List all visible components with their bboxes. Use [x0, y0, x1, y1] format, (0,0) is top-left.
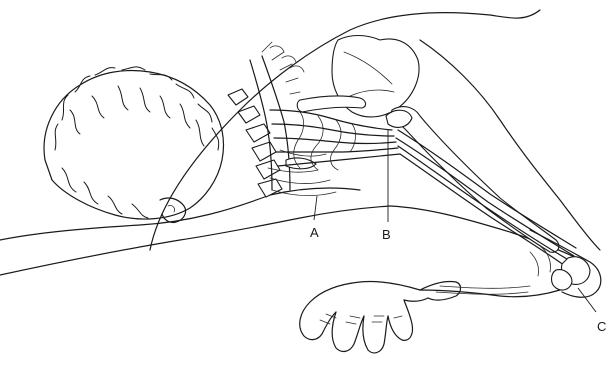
label-a: A — [310, 225, 319, 240]
leader-c — [578, 288, 596, 312]
head — [44, 67, 223, 223]
label-b: B — [382, 227, 391, 242]
label-c: C — [597, 319, 606, 334]
shoulder-bones — [297, 36, 559, 253]
leader-a — [314, 196, 317, 220]
body-outline — [0, 10, 600, 275]
